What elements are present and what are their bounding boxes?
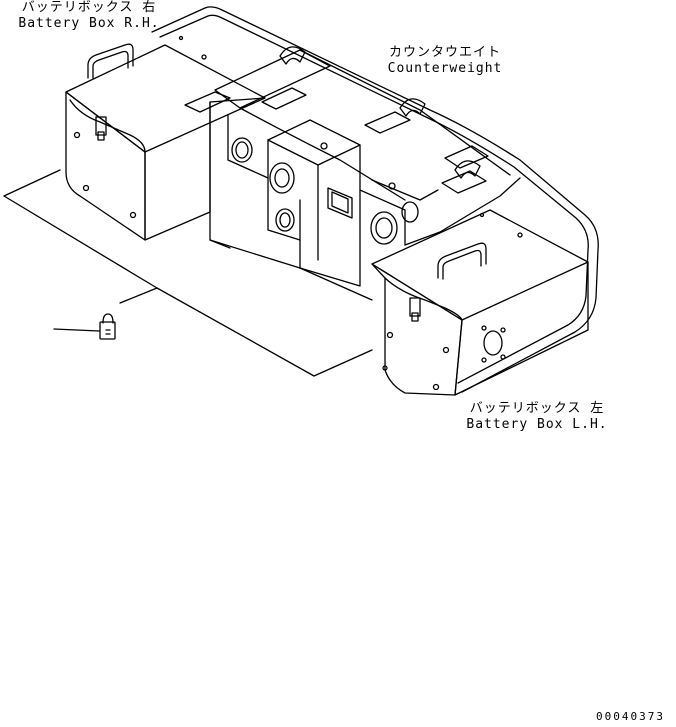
counterweight-label-jp: カウンタウエイト: [388, 45, 501, 60]
battery-box-rh-label-jp: バッテリボックス 右: [21, 0, 157, 15]
reference-plane: [4, 170, 372, 376]
battery-box-lh-label-en: Battery Box L.H.: [466, 417, 608, 432]
battery-box-rh: [66, 44, 265, 240]
battery-box-lh-label: バッテリボックス 左 Battery Box L.H.: [462, 401, 612, 433]
counterweight-body: [152, 7, 598, 392]
counterweight-label-en: Counterweight: [387, 61, 503, 76]
battery-box-rh-label: バッテリボックス 右 Battery Box R.H.: [14, 0, 164, 32]
battery-box-lh: [372, 210, 588, 395]
battery-box-rh-label-en: Battery Box R.H.: [18, 16, 160, 31]
counterweight-label: カウンタウエイト Counterweight: [380, 45, 510, 77]
padlock-icon: [100, 314, 115, 339]
drawing-number: 00040373: [596, 710, 665, 723]
battery-box-lh-label-jp: バッテリボックス 左: [469, 401, 605, 416]
padlock-leader-line: [54, 329, 99, 331]
